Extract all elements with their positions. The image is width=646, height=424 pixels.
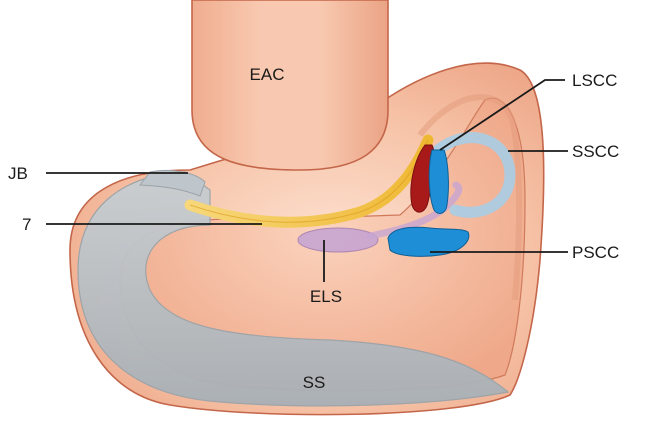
endolymphatic-sac bbox=[298, 228, 378, 252]
jb-label: JB bbox=[8, 164, 28, 183]
eac-label: EAC bbox=[250, 65, 285, 84]
els-label: ELS bbox=[310, 287, 342, 306]
facial-nerve-label: 7 bbox=[22, 215, 31, 234]
external-auditory-canal bbox=[192, 0, 388, 170]
sscc-label: SSCC bbox=[572, 142, 619, 161]
pscc-label: PSCC bbox=[572, 243, 619, 262]
ss-label: SS bbox=[303, 373, 326, 392]
lscc-label: LSCC bbox=[572, 71, 617, 90]
lateral-semicircular-canal bbox=[429, 150, 448, 213]
